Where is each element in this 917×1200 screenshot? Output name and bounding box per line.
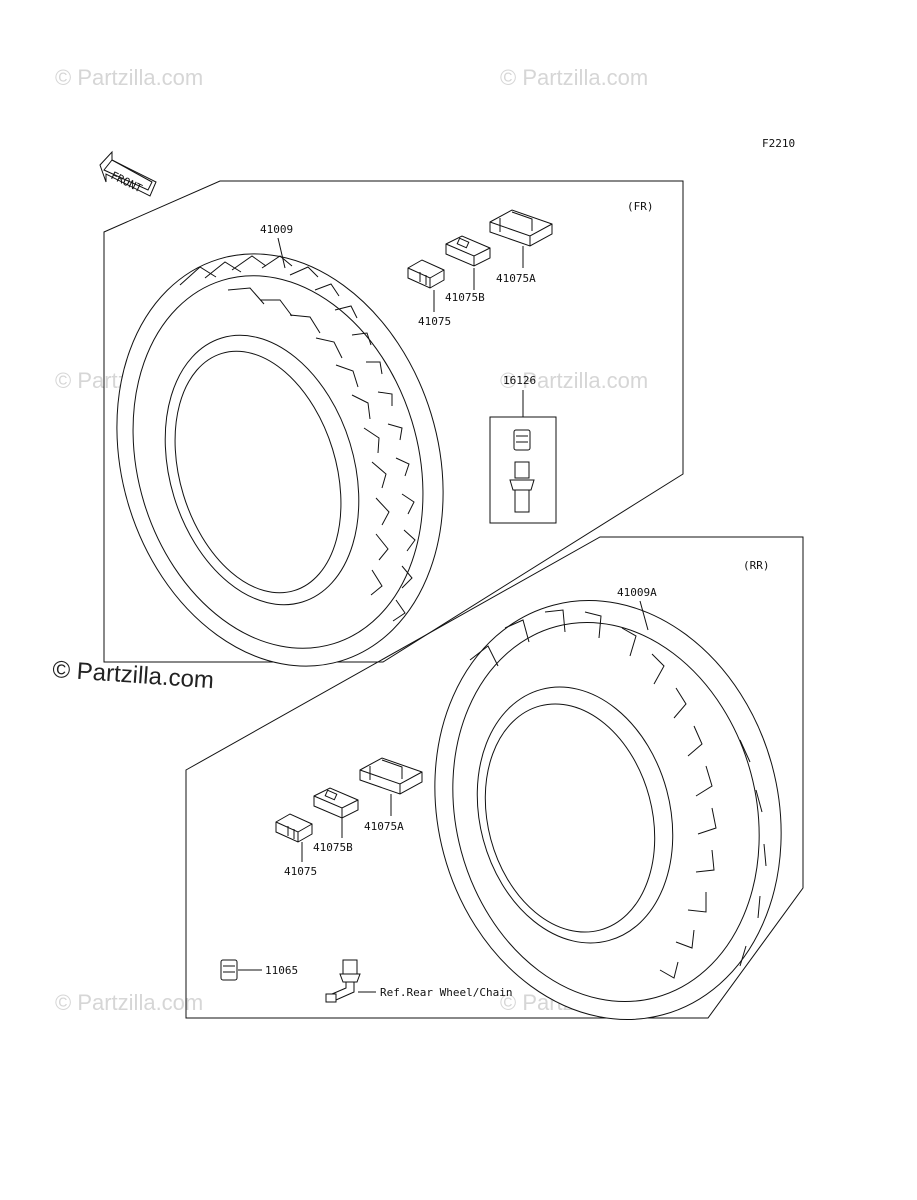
- rear-tire: [434, 600, 782, 1020]
- rear-weight-41075a-label: 41075A: [364, 820, 404, 833]
- figure-code: F2210: [762, 137, 795, 150]
- rear-ref-note: Ref.Rear Wheel/Chain: [380, 986, 512, 999]
- front-weight-41075-label: 41075: [418, 315, 451, 328]
- rear-valve-cap-icon: [220, 959, 238, 981]
- front-section-tag: (FR): [627, 200, 654, 213]
- watermark-faint: © Partzilla.com: [500, 368, 648, 393]
- front-weight-41075a: [489, 209, 553, 247]
- rear-section-tag: (RR): [743, 559, 770, 572]
- valve-stem-icon: [509, 461, 535, 513]
- watermark-faint: © Partzilla.com: [500, 65, 648, 90]
- watermark-faint: © Partzilla.com: [55, 65, 203, 90]
- front-valve-part-label: 16126: [503, 374, 536, 387]
- front-section-frame: [103, 180, 684, 663]
- front-tire: [116, 253, 444, 667]
- front-arrow-label: FRONT: [109, 169, 145, 195]
- watermark-faint: © Partzilla.com: [55, 990, 203, 1015]
- front-weight-41075b-label: 41075B: [445, 291, 485, 304]
- rear-cap-part-label: 11065: [265, 964, 298, 977]
- rear-tire-part-label: 41009A: [617, 586, 657, 599]
- rear-valve-stem-icon: [325, 959, 361, 1003]
- rear-section-frame: [185, 536, 804, 1019]
- front-tire-part-label: 41009: [260, 223, 293, 236]
- front-weight-41075b: [445, 235, 491, 267]
- rear-weight-41075-label: 41075: [284, 865, 317, 878]
- valve-cap-icon: [513, 429, 531, 451]
- front-weight-41075a-label: 41075A: [496, 272, 536, 285]
- rear-weight-41075a: [359, 757, 423, 795]
- rear-weight-41075b: [313, 787, 359, 819]
- front-arrow-icon: FRONT: [99, 150, 157, 197]
- front-valve-box: [489, 416, 557, 524]
- rear-weight-41075: [275, 813, 313, 843]
- rear-weight-41075b-label: 41075B: [313, 841, 353, 854]
- front-weight-41075: [407, 259, 445, 289]
